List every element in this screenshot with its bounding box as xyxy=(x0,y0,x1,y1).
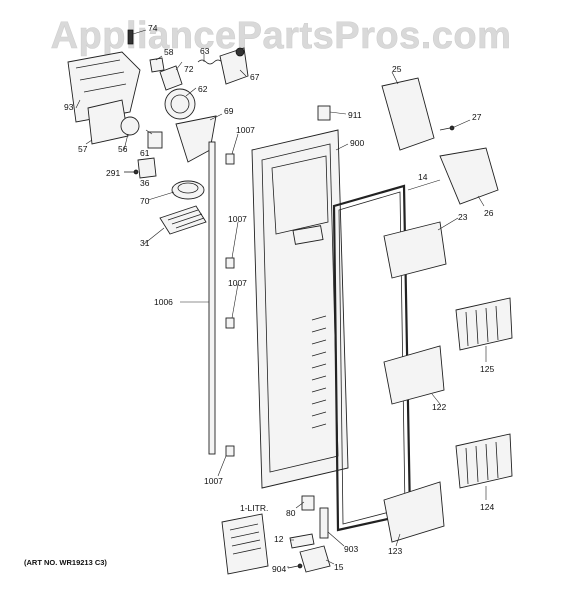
part-63-spring[interactable] xyxy=(197,59,223,65)
part-1007-pad-4[interactable] xyxy=(225,445,235,457)
part-12-clip[interactable] xyxy=(289,533,315,549)
callout-26: 26 xyxy=(484,208,494,218)
leader-lines xyxy=(75,29,487,568)
part-15-trim[interactable] xyxy=(299,545,331,573)
part-1007-pad-3[interactable] xyxy=(225,317,235,329)
callout-69: 69 xyxy=(224,106,234,116)
part-291-screw[interactable] xyxy=(124,169,139,175)
callout-123: 123 xyxy=(388,546,402,556)
callout-14: 14 xyxy=(418,172,428,182)
callout-70: 70 xyxy=(140,196,150,206)
callout-36: 36 xyxy=(140,178,150,188)
callout-58: 58 xyxy=(164,47,174,57)
part-1007-pad-1[interactable] xyxy=(225,153,235,165)
callout-124: 124 xyxy=(480,502,494,512)
part-903-tube[interactable] xyxy=(319,507,329,539)
callout-61: 61 xyxy=(140,148,150,158)
callout-67: 67 xyxy=(250,72,260,82)
callout-1007-c: 1007 xyxy=(228,278,247,288)
part-62-motor[interactable] xyxy=(164,88,196,120)
callout-1007-a: 1007 xyxy=(236,125,255,135)
art-number: (ART NO. WR19213 C3) xyxy=(24,558,107,567)
part-72-bracket[interactable] xyxy=(159,65,183,91)
part-58-clip[interactable] xyxy=(149,57,165,73)
callout-903: 903 xyxy=(344,544,358,554)
part-70-ring[interactable] xyxy=(171,180,205,200)
manual-label: 1-LITR. xyxy=(240,503,268,513)
part-23-bin[interactable] xyxy=(383,221,447,279)
callout-74: 74 xyxy=(148,23,158,33)
part-900-door[interactable] xyxy=(251,129,349,489)
callout-25: 25 xyxy=(392,64,402,74)
callout-1007-b: 1007 xyxy=(228,214,247,224)
callout-56: 56 xyxy=(118,144,128,154)
part-904-screw[interactable] xyxy=(287,563,303,569)
callout-911: 911 xyxy=(348,110,362,120)
part-1007-pad-2[interactable] xyxy=(225,257,235,269)
part-80-fitting[interactable] xyxy=(301,495,315,511)
part-74-screw[interactable] xyxy=(127,29,134,45)
part-911-cap[interactable] xyxy=(317,105,331,121)
part-123-bin[interactable] xyxy=(383,481,445,543)
callout-93: 93 xyxy=(64,102,74,112)
callout-62: 62 xyxy=(198,84,208,94)
part-31-grille[interactable] xyxy=(159,205,207,235)
part-124-shelf[interactable] xyxy=(455,433,513,489)
callout-31: 31 xyxy=(140,238,150,248)
callout-80: 80 xyxy=(286,508,296,518)
part-36-bracket[interactable] xyxy=(137,157,157,179)
owner-manual-booklet[interactable] xyxy=(221,513,269,575)
callout-122: 122 xyxy=(432,402,446,412)
callout-1006: 1006 xyxy=(154,297,173,307)
callout-15: 15 xyxy=(334,562,344,572)
callout-291: 291 xyxy=(106,168,120,178)
callout-12: 12 xyxy=(274,534,284,544)
part-56-gear[interactable] xyxy=(120,116,140,136)
part-27-screw[interactable] xyxy=(439,125,455,131)
callout-1007-d: 1007 xyxy=(204,476,223,486)
part-61-switch[interactable] xyxy=(147,131,163,149)
callout-125: 125 xyxy=(480,364,494,374)
callout-27: 27 xyxy=(472,112,482,122)
callout-57: 57 xyxy=(78,144,88,154)
callout-72: 72 xyxy=(184,64,194,74)
part-26-cover[interactable] xyxy=(439,147,499,205)
callout-63: 63 xyxy=(200,46,210,56)
watermark-logo: AppliancePartsPros.com xyxy=(51,15,512,57)
part-57-base[interactable] xyxy=(87,99,129,145)
callout-900: 900 xyxy=(350,138,364,148)
part-67-actuator[interactable] xyxy=(219,47,249,85)
callout-904: 904 xyxy=(272,564,286,574)
callout-23: 23 xyxy=(458,212,468,222)
part-122-bin[interactable] xyxy=(383,345,445,405)
part-25-bracket[interactable] xyxy=(381,77,435,151)
part-1006-rod[interactable] xyxy=(208,141,216,455)
part-125-shelf[interactable] xyxy=(455,297,513,351)
